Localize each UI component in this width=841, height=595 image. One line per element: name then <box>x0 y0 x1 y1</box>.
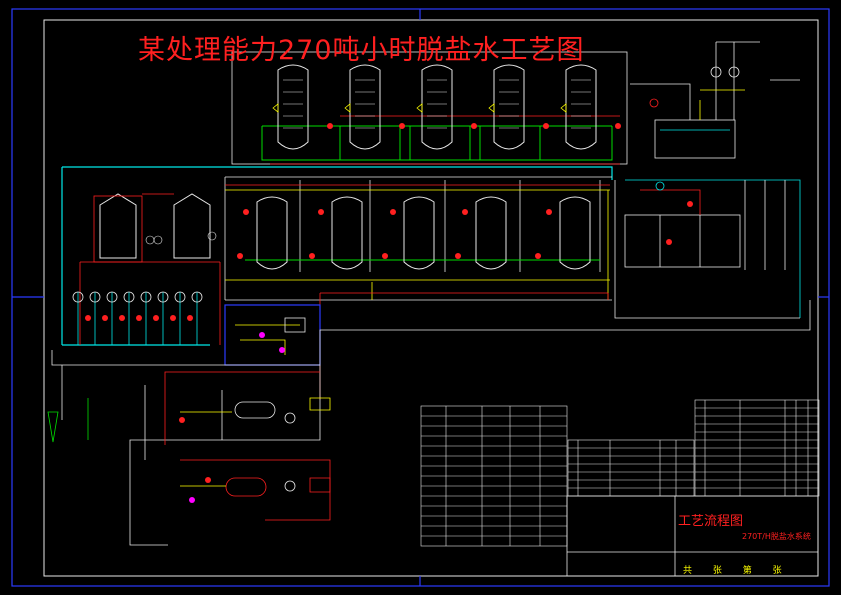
top-filter-row <box>231 51 628 165</box>
cyan-header-and-tanks <box>61 166 613 346</box>
equipment-list-table <box>567 399 820 497</box>
drawing-title: 某处理能力270吨小时脱盐水工艺图 <box>138 35 585 66</box>
main-piping <box>51 300 811 546</box>
dosing-subassembly <box>224 304 321 366</box>
title-block-sheet-label: 共 张 第 张 <box>683 566 791 576</box>
middle-vessel-row <box>224 176 612 400</box>
right-tank-bank <box>614 179 801 319</box>
dosing-unit <box>630 41 800 159</box>
red-return-lines <box>164 371 331 521</box>
title-block <box>566 495 819 577</box>
title-block-drawing-name: 工艺流程图 <box>678 514 744 529</box>
drawing-frame <box>11 8 830 587</box>
legend-table <box>420 405 568 547</box>
title-block-project-name: 270T/H脱盐水系统 <box>742 532 811 541</box>
lower-equipment <box>47 397 331 503</box>
